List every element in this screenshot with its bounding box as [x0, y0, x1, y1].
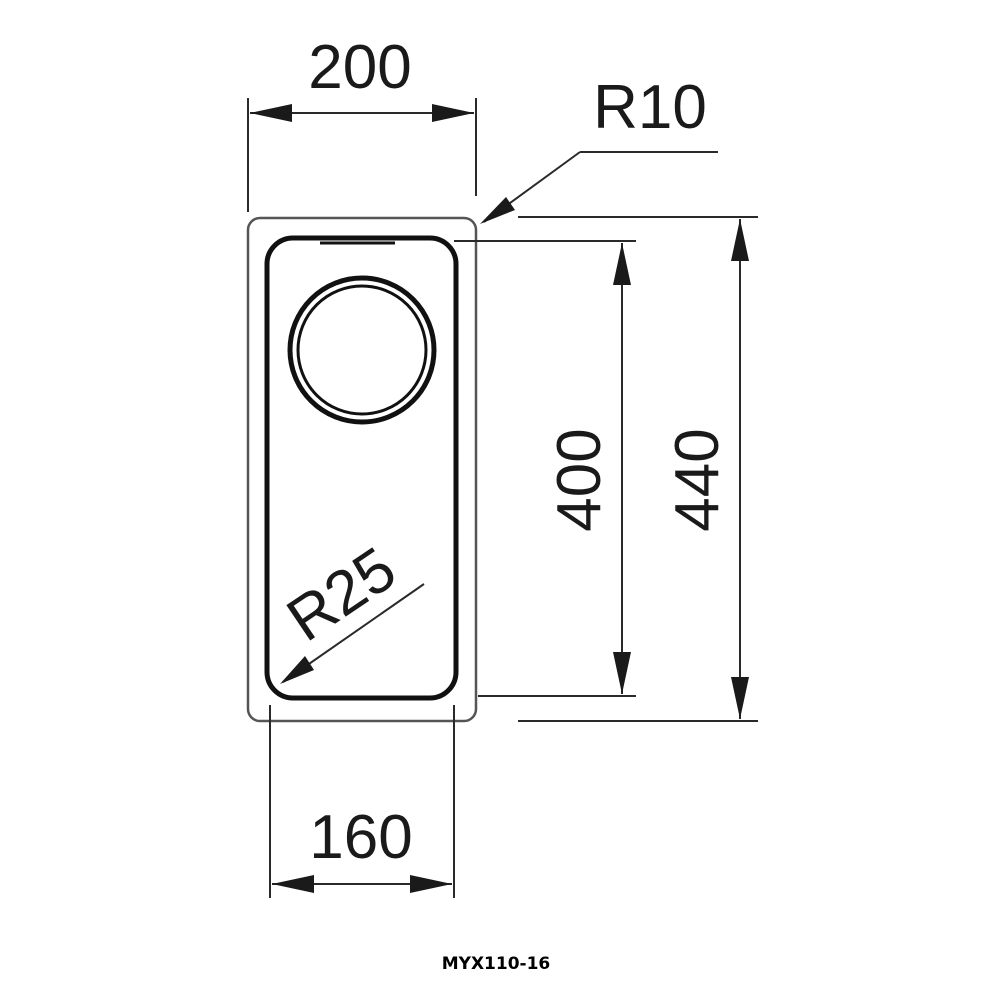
- sink-outer-rim: [246, 216, 478, 723]
- dimension-inner-width: 160: [269, 705, 455, 898]
- dimension-outer-width: 200: [247, 33, 477, 212]
- dimension-inner-height: 400: [454, 240, 636, 697]
- outer-height-label: 440: [663, 428, 732, 531]
- inner-width-label: 160: [309, 803, 412, 872]
- dimension-outer-height: 440: [518, 216, 758, 722]
- dimension-inner-radius: R25: [275, 534, 425, 684]
- outer-radius-label: R10: [593, 73, 707, 142]
- model-code: MYX110-16: [442, 954, 551, 974]
- dimension-outer-radius: R10: [480, 73, 718, 224]
- inner-height-label: 400: [545, 428, 614, 531]
- sink-inner-bowl: [264, 235, 459, 701]
- drain-icon: [287, 275, 437, 425]
- inner-radius-label: R25: [275, 534, 408, 655]
- outer-width-label: 200: [308, 33, 411, 102]
